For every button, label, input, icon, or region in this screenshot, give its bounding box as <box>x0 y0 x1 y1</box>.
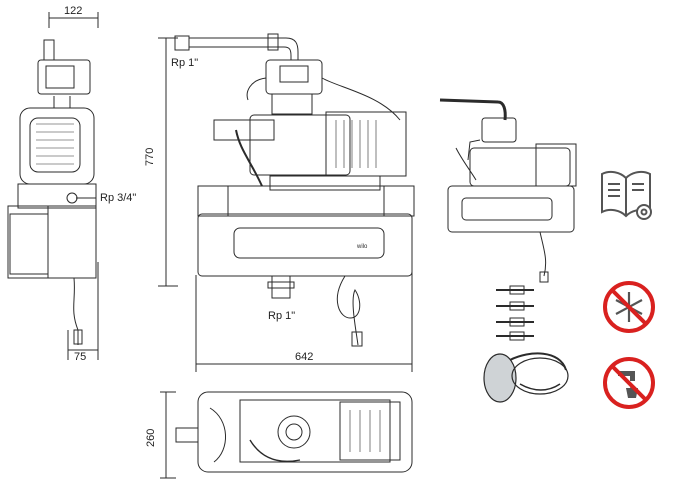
dim-side-width: 122 <box>64 5 83 17</box>
label-bottom-connection: Rp 1" <box>268 310 296 322</box>
label-side-connection: Rp 3/4" <box>100 192 137 204</box>
dim-front-width: 642 <box>295 351 314 363</box>
manual-settings-icon <box>601 170 652 220</box>
no-drinking-water-icon <box>603 357 655 409</box>
label-top-connection: Rp 1" <box>171 57 199 69</box>
svg-text:wilo: wilo <box>356 244 368 250</box>
dim-bottom-offset: 75 <box>74 351 87 363</box>
no-frost-icon <box>603 281 655 333</box>
